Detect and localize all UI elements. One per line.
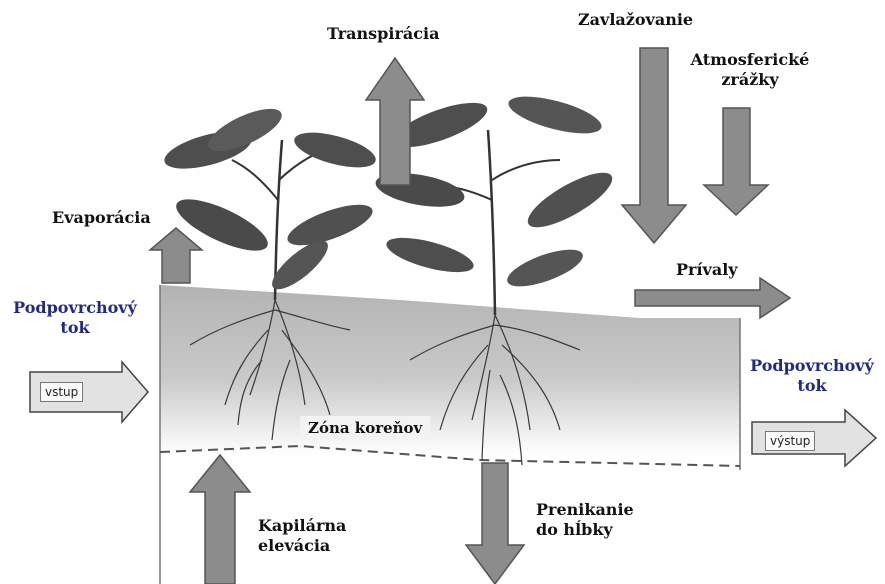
label-precipitation: Atmosferické zrážky xyxy=(690,50,810,90)
label-subsurface-out: Podpovrchový tok xyxy=(742,356,882,396)
label-evaporation: Evaporácia xyxy=(52,208,151,228)
label-subsurface-in-line1: Podpovrchový xyxy=(0,298,150,318)
capillary-arrow xyxy=(190,455,250,584)
label-subsurface-out-line2: tok xyxy=(742,376,882,396)
label-capillary-line2: elevácia xyxy=(258,536,346,556)
label-irrigation: Zavlažovanie xyxy=(578,10,693,30)
label-capillary: Kapilárna elevácia xyxy=(258,516,346,556)
label-transpiration: Transpirácia xyxy=(327,24,439,44)
label-subsurface-in-line2: tok xyxy=(0,318,150,338)
root-zone-label: Zóna koreňov xyxy=(300,416,430,440)
irrigation-arrow xyxy=(622,48,686,243)
input-label-box: vstup xyxy=(40,382,83,402)
runoff-arrow xyxy=(635,278,790,318)
label-subsurface-in: Podpovrchový tok xyxy=(0,298,150,338)
soil-root-zone xyxy=(160,285,740,455)
label-runoff: Prívaly xyxy=(676,260,738,280)
evaporation-arrow xyxy=(150,228,202,283)
label-percolation: Prenikanie do hĺbky xyxy=(536,500,634,540)
label-subsurface-out-line1: Podpovrchový xyxy=(742,356,882,376)
plant-left xyxy=(161,100,380,300)
label-capillary-line1: Kapilárna xyxy=(258,516,346,536)
percolation-arrow xyxy=(466,463,524,584)
label-precipitation-line2: zrážky xyxy=(690,70,810,90)
precipitation-arrow xyxy=(704,108,768,215)
label-percolation-line2: do hĺbky xyxy=(536,520,634,540)
output-label-box: výstup xyxy=(765,431,815,451)
label-percolation-line1: Prenikanie xyxy=(536,500,634,520)
label-precipitation-line1: Atmosferické xyxy=(690,50,810,70)
